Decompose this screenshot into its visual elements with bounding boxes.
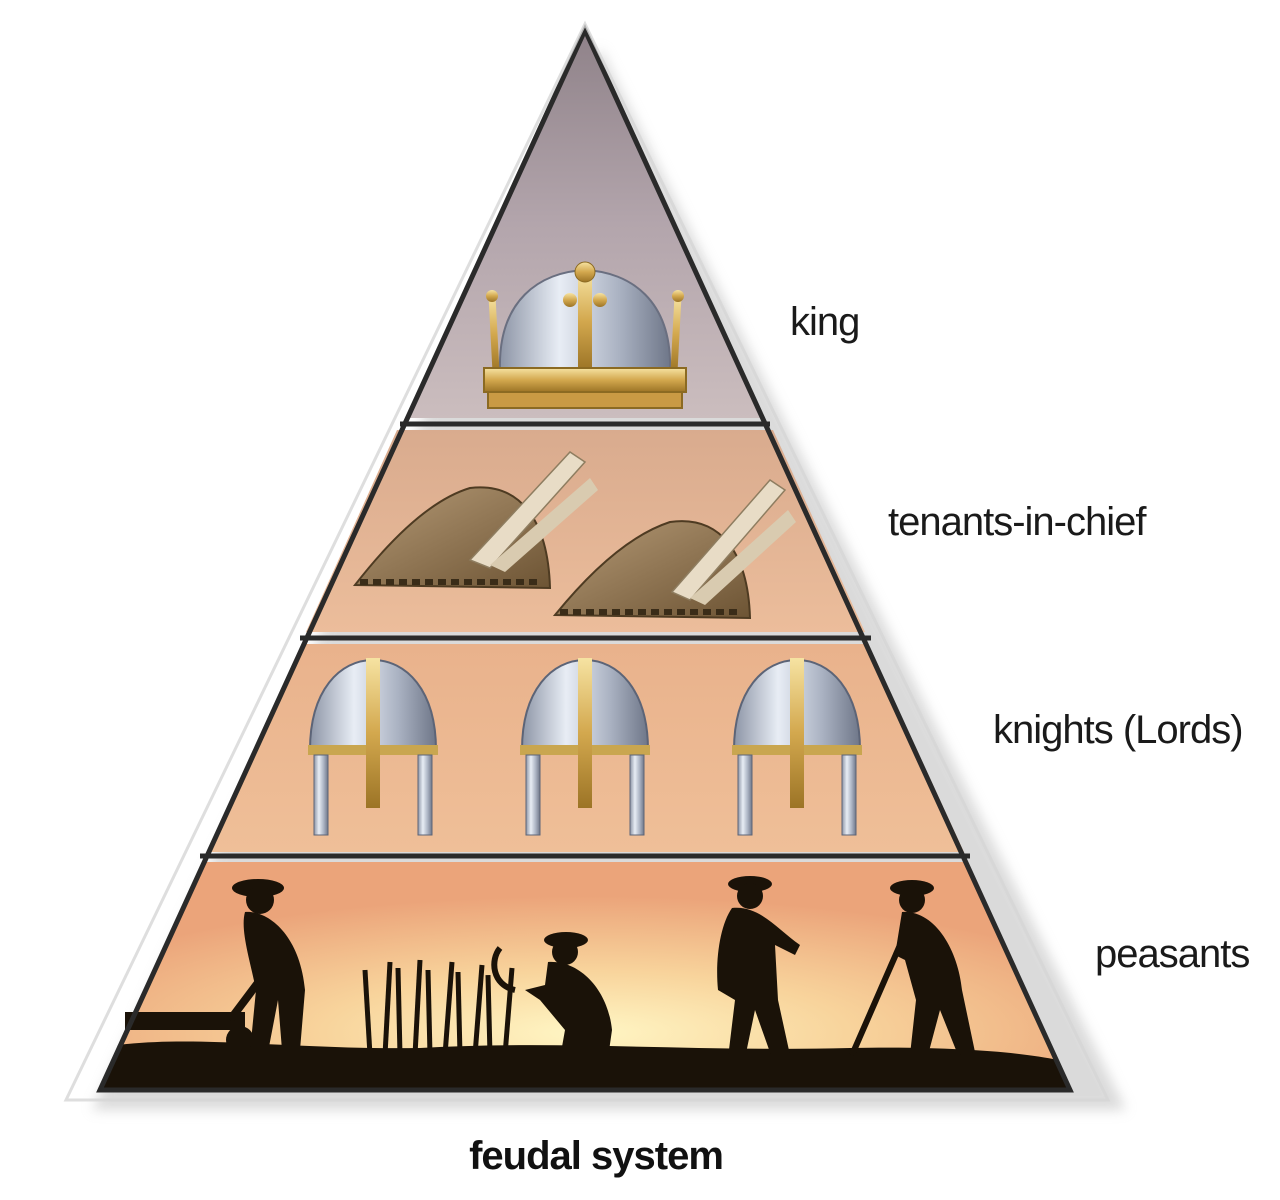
plumed-helmet-icon [352,451,598,590]
peasant-silhouette-icon [491,932,612,1058]
wheat-sheaf-silhouette [362,959,515,1056]
tier-label-tenants-in-chief: tenants-in-chief [888,500,1146,544]
peasant-silhouette-icon [849,880,975,1057]
knight-helmet-icon [732,658,862,836]
tier-tenants-in-chief [306,430,865,632]
pyramid-outline [96,23,1074,1093]
tier-label-peasants: peasants [1095,932,1250,976]
tier-label-knights: knights (Lords) [993,708,1244,752]
tier-peasants [100,862,1070,1090]
tier-king [410,30,760,418]
ground-silhouette [100,1041,1070,1090]
peasant-silhouette-icon [125,879,305,1054]
tier-king-band [410,30,760,418]
peasant-silhouette-icon [717,876,800,1058]
diagram-caption: feudal system [469,1134,724,1178]
tier-knights [207,644,964,852]
tier-label-king: king [790,300,860,344]
plumed-helmet-icon [552,479,796,620]
knight-helmet-icon [520,658,650,836]
crown-icon [483,261,687,409]
knight-helmet-icon [308,658,438,836]
